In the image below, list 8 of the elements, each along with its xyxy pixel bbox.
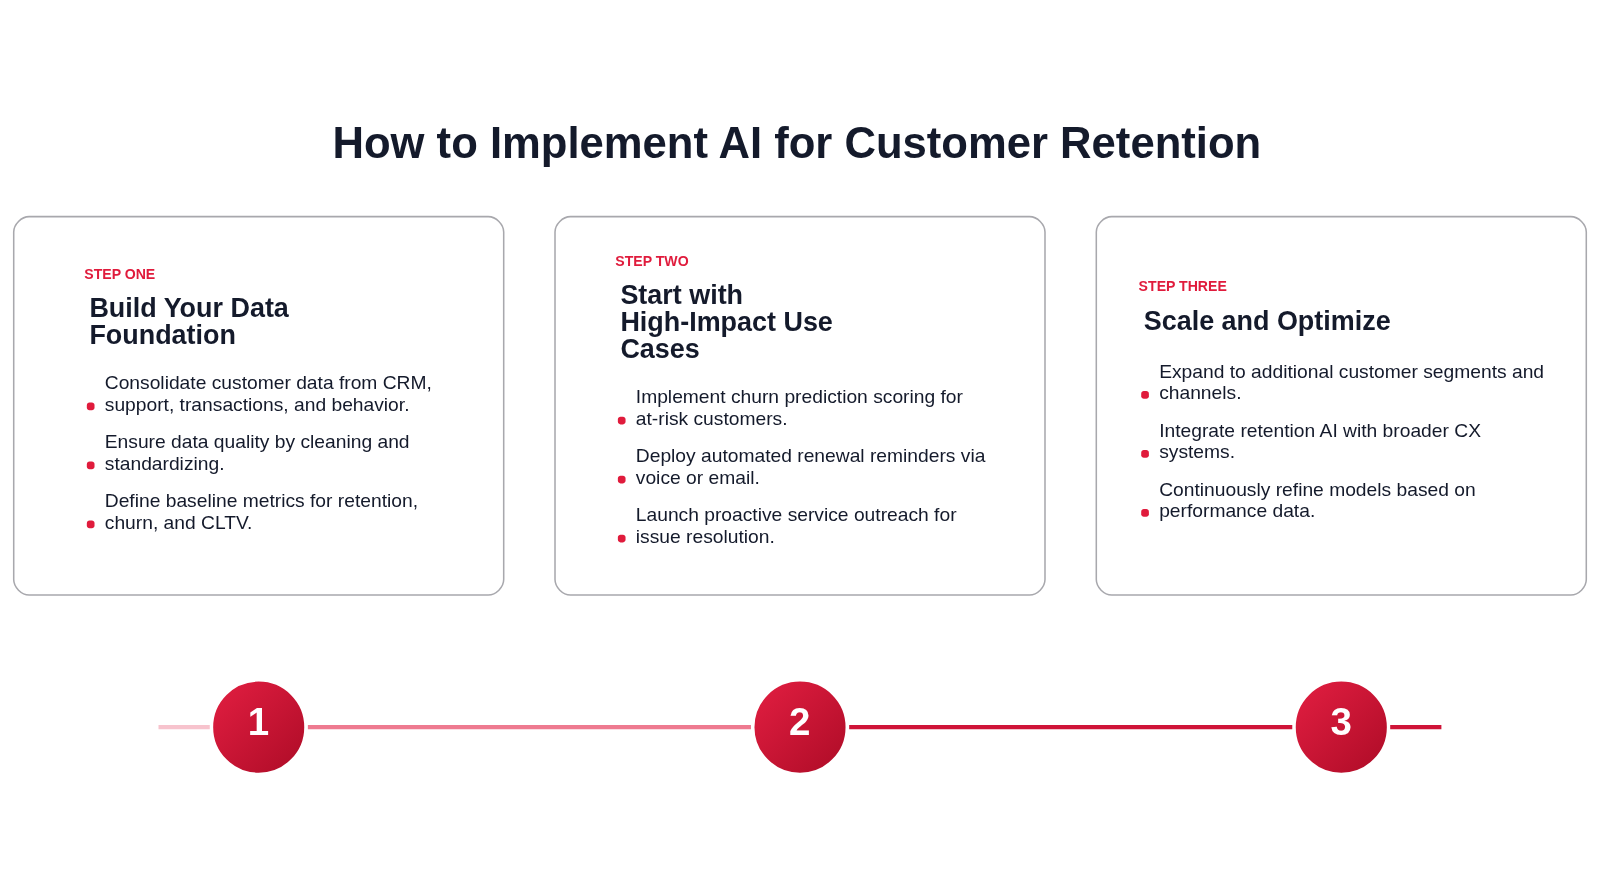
node-box: STEP TWO Start with High-Impact Use Cases Implement churn prediction scoring for at-risk customers. Deploy automated renewal reminders via voice or email. Launch proactive service outreach for issue resolution. <box>554 215 1046 596</box>
connector <box>849 724 1293 729</box>
connector <box>307 724 751 729</box>
diagram-title: How to Implement AI for Customer Retention <box>332 118 1262 167</box>
node-box: STEP ONE Build Your Data Foundation Consolidate customer data from CRM, support, transactions, and behavior. Ensure data quality by cleaning and standardizing. Define baseline metrics for retention, churn, and CLTV. <box>12 215 505 596</box>
connector <box>158 724 210 729</box>
connector <box>1390 724 1442 729</box>
node-box: STEP THREE Scale and Optimize Expand to additional customer segments and channels. Integrate retention AI with broader CX systems. Continuously refine models based on performance data. <box>1095 215 1588 596</box>
